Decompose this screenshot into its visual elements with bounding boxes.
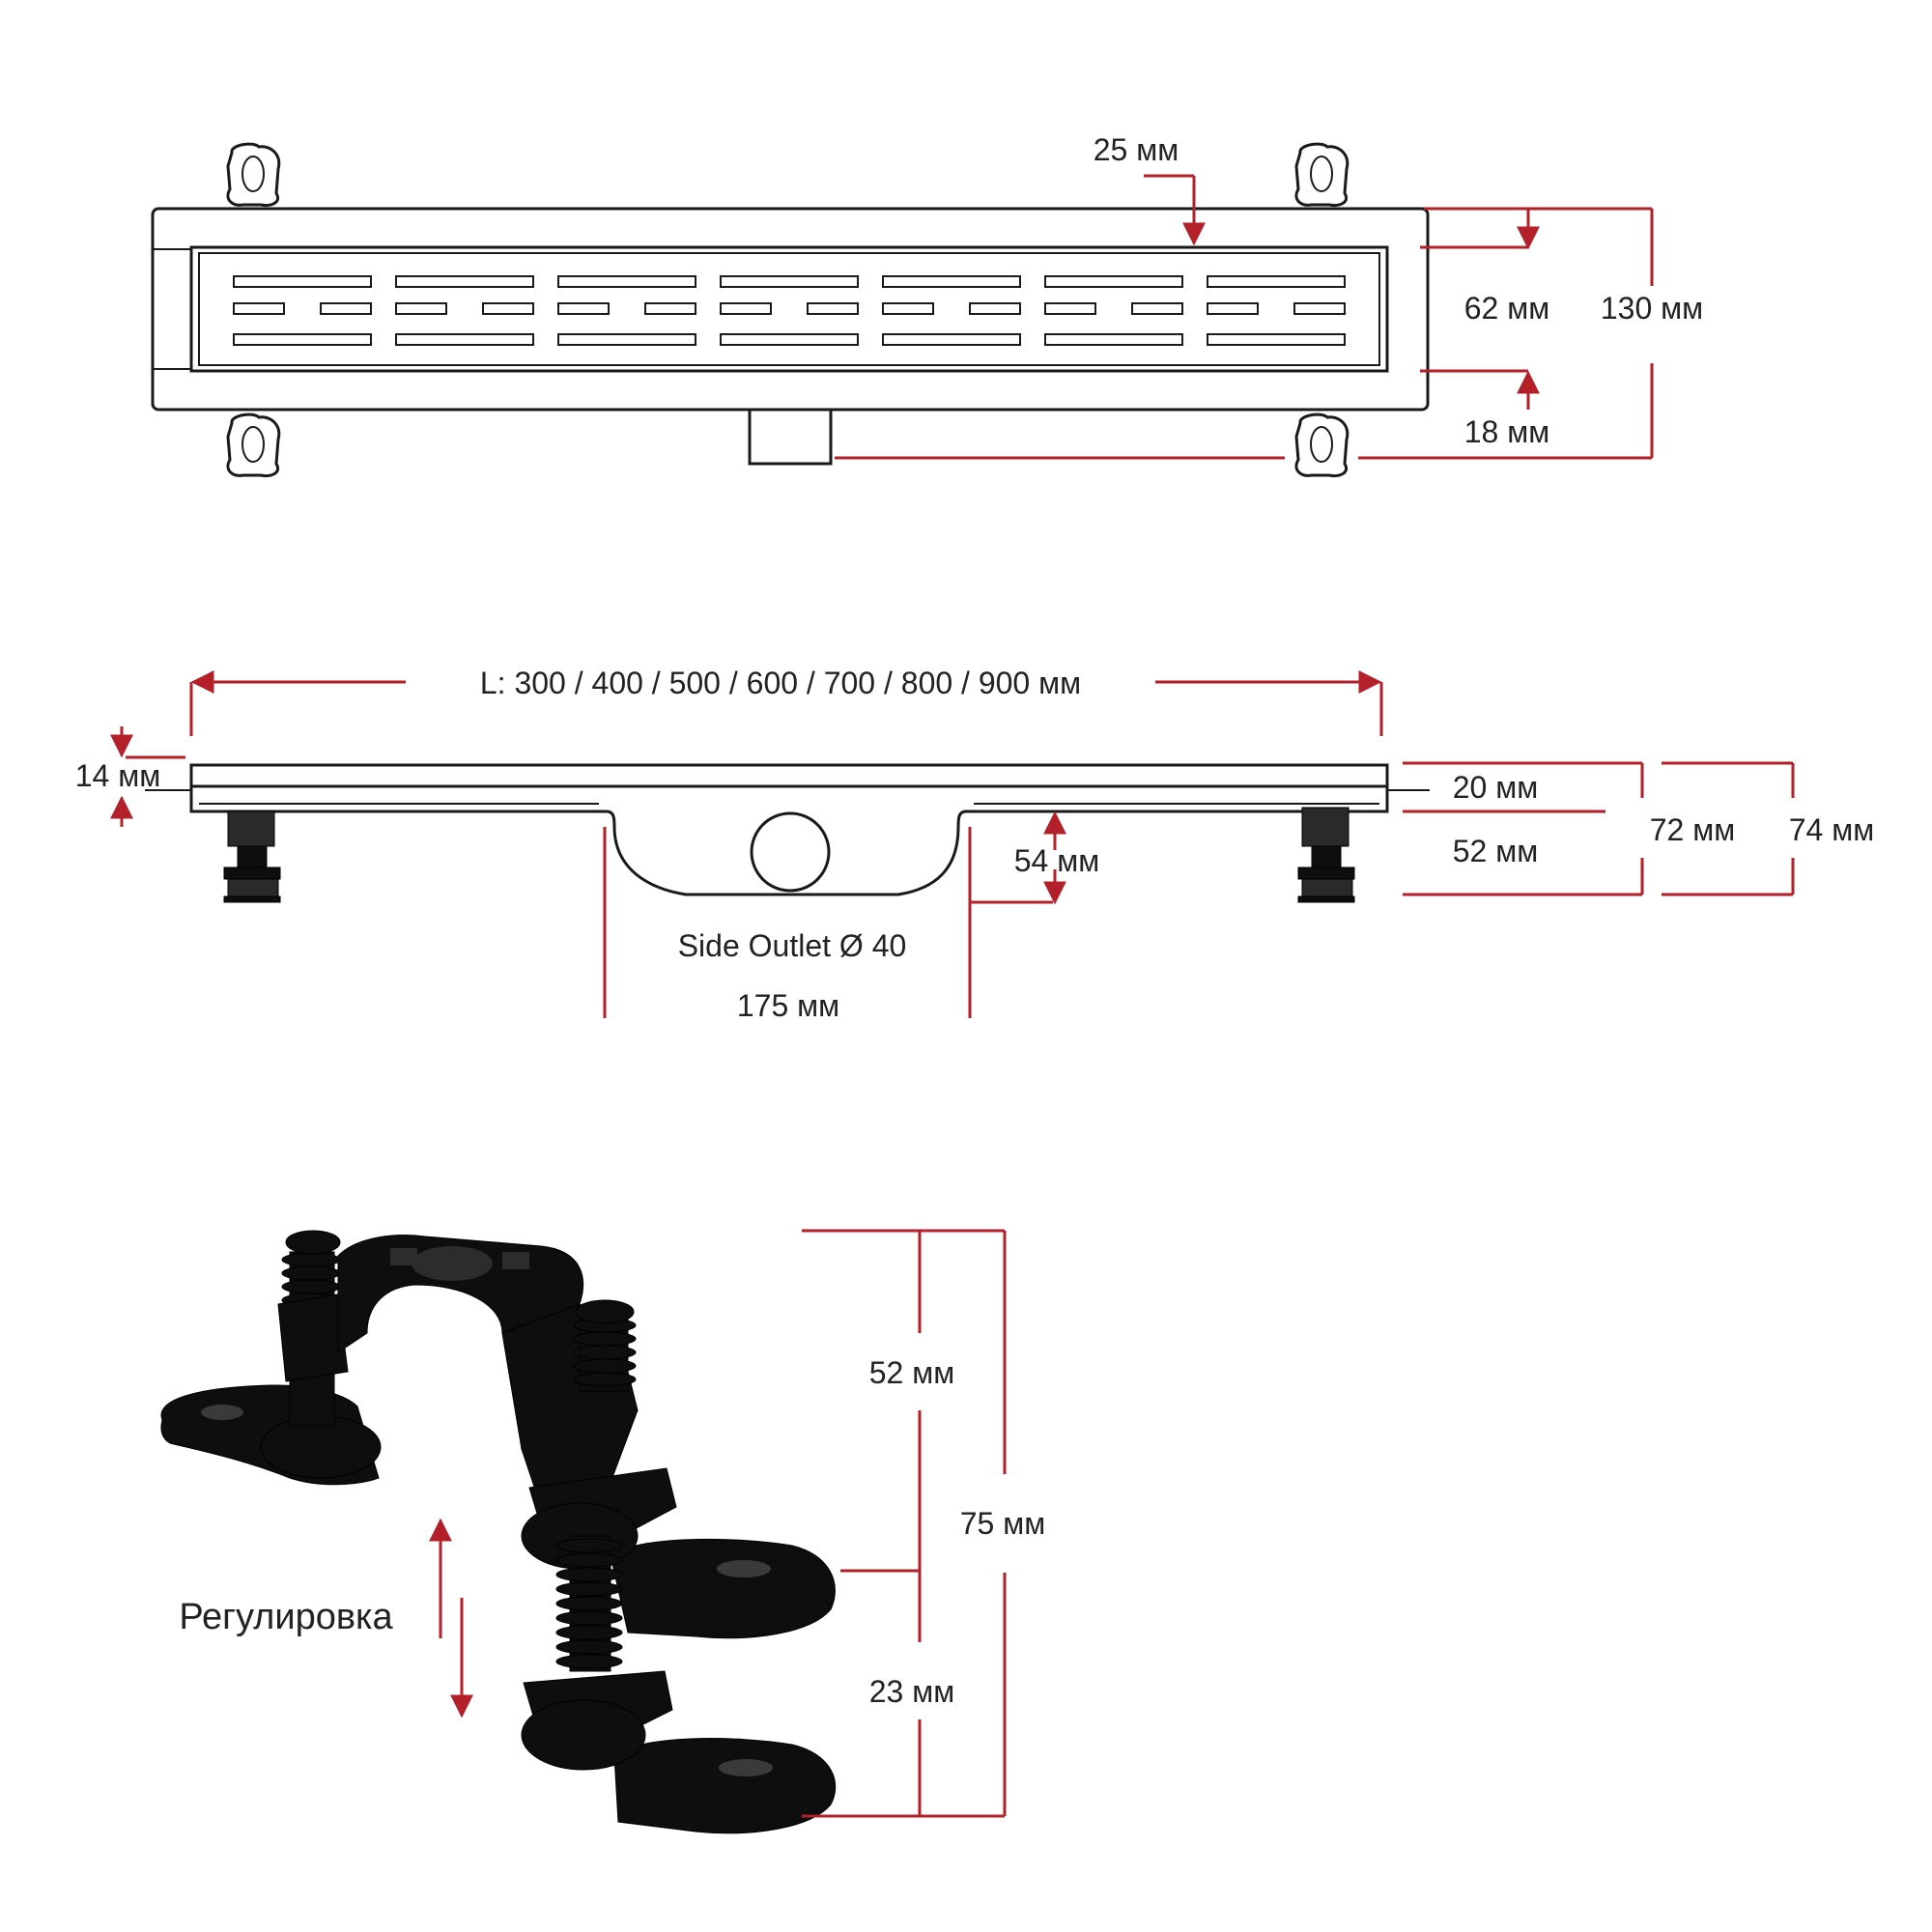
grate-slot: [482, 302, 534, 315]
grate-slot: [807, 302, 859, 315]
grate-slot: [1044, 333, 1183, 346]
grate-slot: [1207, 275, 1346, 288]
total-width-label: 130 мм: [1601, 291, 1703, 326]
total-74-label: 74 мм: [1789, 812, 1874, 847]
side-grate-plate: [189, 763, 1389, 788]
thread-ring: [281, 1265, 341, 1281]
thread-ring: [573, 1345, 637, 1360]
side-leg-right: [1297, 807, 1355, 903]
grate-thickness-label: 14 мм: [75, 758, 160, 793]
grate-slot: [644, 302, 696, 315]
side-view: [145, 763, 1430, 903]
side-leg-left: [223, 810, 281, 903]
mounting-lug-icon: [1294, 142, 1350, 207]
leg-upper-label: 52 мм: [869, 1355, 954, 1390]
grate-slot: [233, 302, 285, 315]
thread-ring: [555, 1581, 623, 1597]
side-view-dimensions: L: 300 / 400 / 500 / 600 / 700 / 800 / 9…: [75, 666, 1874, 1023]
grate-slot: [1293, 302, 1346, 315]
grate-slot: [720, 302, 772, 315]
grate-slot: [1044, 275, 1183, 288]
grate-slot: [882, 333, 1021, 346]
grate-slot: [882, 275, 1021, 288]
grate-slot: [233, 275, 372, 288]
thread-ring: [555, 1610, 623, 1626]
grate-slots: [233, 275, 1346, 346]
mounting-lug-icon: [226, 142, 281, 207]
adjust-label: Регулировка: [179, 1597, 393, 1637]
grate-slot: [1207, 333, 1346, 346]
leg-height-label: 52 мм: [1453, 834, 1538, 868]
right-screw-thread: [573, 1318, 637, 1387]
grate-slot: [395, 333, 534, 346]
grate-slot: [969, 302, 1021, 315]
top-gap-label: 25 мм: [1094, 132, 1179, 167]
grate-slot: [720, 275, 859, 288]
grate-slot: [720, 333, 859, 346]
leg-assembly-illustration: [160, 1230, 837, 1834]
long-screw-thread: [555, 1538, 623, 1669]
grate-width-label: 62 мм: [1464, 291, 1549, 326]
total-72-label: 72 мм: [1650, 812, 1735, 847]
thread-ring: [281, 1279, 341, 1294]
outlet-stub: [748, 408, 833, 466]
thread-ring: [555, 1654, 623, 1669]
thread-ring: [555, 1596, 623, 1611]
outlet-height-label: 54 мм: [1014, 843, 1099, 878]
thread-ring: [573, 1372, 637, 1387]
side-outlet-circle: [750, 811, 831, 893]
grate-slot: [1044, 302, 1096, 315]
top-view: [151, 142, 1430, 477]
thread-ring: [281, 1252, 341, 1267]
leg-lower-label: 23 мм: [869, 1674, 954, 1709]
grate-slot: [1131, 302, 1183, 315]
grate-slot: [557, 302, 610, 315]
thread-ring: [555, 1538, 623, 1553]
leg-total-label: 75 мм: [960, 1506, 1045, 1541]
grate-slot: [557, 275, 696, 288]
grate-slot: [395, 275, 534, 288]
grate-slot: [395, 302, 447, 315]
grate: [198, 252, 1380, 366]
thread-ring: [573, 1358, 637, 1374]
bottom-gap-label: 18 мм: [1464, 414, 1549, 449]
length-label: L: 300 / 400 / 500 / 600 / 700 / 800 / 9…: [480, 666, 1081, 700]
body-height-label: 20 мм: [1453, 770, 1538, 805]
outlet-label: Side Outlet Ø 40: [678, 928, 907, 963]
thread-ring: [555, 1567, 623, 1582]
grate-slot: [233, 333, 372, 346]
mounting-lug-icon: [226, 412, 281, 477]
grate-slot: [882, 302, 934, 315]
outlet-width-label: 175 мм: [737, 988, 839, 1023]
grate-slot: [557, 333, 696, 346]
thread-ring: [555, 1552, 623, 1568]
top-view-dimensions: 25 мм 62 мм 18 мм 130 мм: [835, 132, 1703, 460]
leg-dimensions: 52 мм 75 мм 23 мм Регулировка: [179, 1229, 1045, 1818]
grate-slot: [1207, 302, 1259, 315]
thread-ring: [573, 1331, 637, 1347]
thread-ring: [555, 1639, 623, 1655]
mounting-lug-icon: [1294, 412, 1350, 477]
thread-ring: [555, 1625, 623, 1640]
grate-slot: [320, 302, 372, 315]
